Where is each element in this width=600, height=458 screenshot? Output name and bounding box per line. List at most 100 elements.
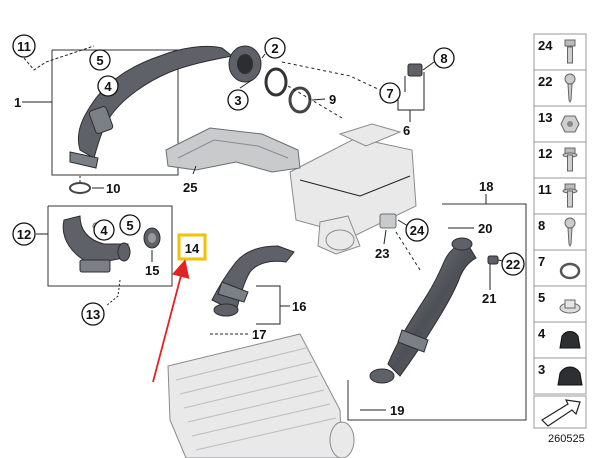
leader-13 [105, 279, 121, 307]
callout-19[interactable]: 19 [390, 403, 404, 418]
callout-14-highlight[interactable]: 14 [177, 233, 207, 261]
red-arrow [152, 259, 190, 383]
callout-25[interactable]: 25 [183, 180, 197, 195]
callout-10[interactable]: 10 [106, 181, 120, 196]
hose-18 [387, 244, 477, 377]
o-ring-3 [264, 67, 288, 97]
leader-dash-to-7 [281, 61, 381, 91]
callout-1[interactable]: 1 [14, 95, 21, 110]
leader-25 [192, 165, 197, 175]
leader-2 [261, 53, 266, 59]
callout-23[interactable]: 23 [375, 246, 389, 261]
callout-13[interactable]: 13 [81, 302, 105, 326]
leader-3 [239, 79, 253, 89]
legend-item-22[interactable]: 22 [533, 69, 587, 107]
screw-icon [564, 73, 576, 104]
bolt-washer-icon [562, 147, 578, 172]
leader-23 [383, 229, 387, 245]
legend-cell [533, 141, 587, 179]
legend-item-8[interactable]: 8 [533, 213, 587, 251]
bracket-6 [397, 72, 425, 111]
legend-item-24[interactable]: 24 [533, 33, 587, 71]
legend-cell [533, 177, 587, 215]
legend-item-12[interactable]: 12 [533, 141, 587, 179]
pipe-coupling-2-inner [237, 54, 253, 74]
grommet-icon [559, 299, 581, 314]
callout-6[interactable]: 6 [403, 123, 410, 138]
svg-text:5: 5 [96, 53, 103, 68]
filter-housing-top [338, 123, 402, 147]
svg-text:24: 24 [410, 223, 425, 238]
leader-9 [311, 98, 326, 101]
housing-line-b [359, 175, 411, 197]
callout-18[interactable]: 18 [479, 179, 493, 194]
callout-2[interactable]: 2 [264, 37, 286, 59]
bolt-washer-icon [562, 183, 578, 208]
o-ring-icon [559, 262, 581, 280]
heat-shield-25-fold [177, 139, 289, 159]
orientation-arrow-icon [541, 399, 581, 427]
leader-24 [397, 219, 409, 227]
legend-label: 12 [538, 146, 552, 161]
legend-label: 11 [538, 182, 552, 197]
callout-20[interactable]: 20 [478, 221, 492, 236]
orientation-panel [533, 395, 587, 429]
frame-assembly-1 [51, 49, 179, 176]
ring-10-group: 10 [69, 176, 120, 196]
callout-21[interactable]: 21 [482, 291, 496, 306]
callout-4b[interactable]: 4 [93, 219, 115, 241]
diagram-id: 260525 [548, 433, 585, 445]
callout-24[interactable]: 24 [405, 218, 429, 242]
hose-16-clamp [213, 303, 239, 317]
seal-15-inner [148, 233, 156, 243]
heat-shield-25 [165, 127, 301, 173]
heat-shield-25-group: 25 [165, 127, 301, 195]
legend-item-4[interactable]: 4 [533, 321, 587, 359]
legend-item-3[interactable]: 3 [533, 357, 587, 395]
frame-assembly-12 [47, 205, 173, 287]
clip-13 [79, 259, 111, 273]
intercooler-port [329, 421, 355, 458]
cap-icon [559, 331, 581, 349]
intercooler [167, 333, 355, 458]
callout-15[interactable]: 15 [145, 263, 159, 278]
svg-text:3: 3 [234, 93, 241, 108]
screw-icon [564, 217, 576, 248]
intercooler-core [167, 333, 343, 458]
sensor-8 [407, 63, 423, 77]
legend-item-5[interactable]: 5 [533, 285, 587, 323]
callout-3[interactable]: 3 [227, 89, 249, 111]
callout-11[interactable]: 11 [12, 34, 36, 58]
hose-18-clamp [369, 368, 395, 384]
sensor-group-6: 8 7 6 [379, 47, 455, 138]
intercooler-fins [175, 347, 337, 451]
sensor-22 [487, 255, 499, 265]
callout-16[interactable]: 16 [292, 299, 306, 314]
callout-4a[interactable]: 4 [97, 75, 119, 97]
charge-pipe-1-end [69, 151, 99, 169]
legend-label: 22 [538, 74, 552, 89]
callout-22[interactable]: 22 [501, 252, 525, 276]
highlight-box-14 [177, 233, 207, 261]
legend-label: 8 [538, 218, 545, 233]
assembly-1-group: 11 5 4 2 3 1 9 [12, 34, 381, 176]
legend-item-11[interactable]: 11 [533, 177, 587, 215]
assembly-18-group: 18 20 21 19 22 [347, 179, 527, 421]
legend-item-7[interactable]: 7 [533, 249, 587, 287]
callout-7[interactable]: 7 [379, 82, 401, 104]
legend-label: 7 [538, 254, 545, 269]
legend-cell [533, 69, 587, 107]
nut-icon [560, 115, 580, 133]
callout-9[interactable]: 9 [329, 92, 336, 107]
callout-5a[interactable]: 5 [89, 49, 111, 71]
bracket-23-group: 23 24 [375, 213, 429, 261]
leader-8 [422, 61, 435, 71]
legend-cell [533, 213, 587, 251]
legend-label: 4 [538, 326, 546, 341]
callout-8[interactable]: 8 [433, 47, 455, 69]
legend-item-13[interactable]: 13 [533, 105, 587, 143]
callout-17[interactable]: 17 [252, 327, 266, 342]
callout-5b[interactable]: 5 [119, 214, 141, 236]
callout-12[interactable]: 12 [12, 222, 36, 246]
